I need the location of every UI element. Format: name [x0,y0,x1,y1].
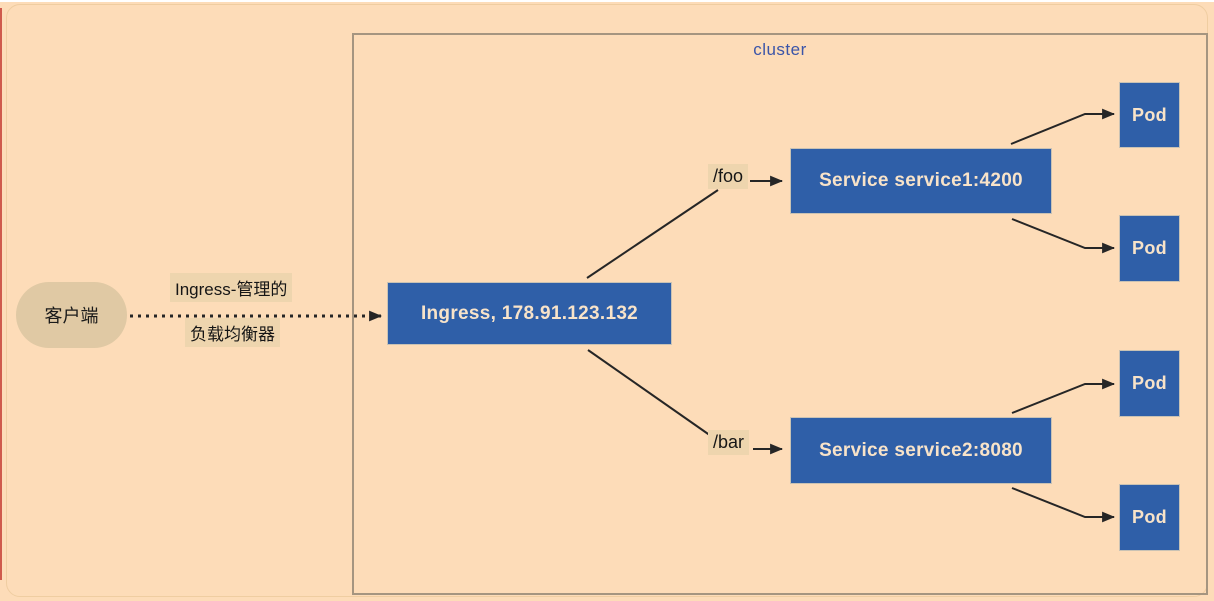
route-bar-label: /bar [708,430,750,455]
cluster-label: cluster [753,40,807,59]
client-label: 客户端 [44,306,99,326]
pod2-label: Pod [1132,238,1167,258]
route-foo-label: /foo [708,164,749,189]
top-edge-strip [0,0,1214,2]
ingress-label: Ingress, 178.91.123.132 [420,302,639,324]
ingress-node: Ingress, 178.91.123.132 [387,282,672,345]
client-node: 客户端 [16,282,127,348]
load-balancer-label-line2: 负载均衡器 [185,318,280,347]
pod4-label: Pod [1132,507,1167,527]
pod3-label: Pod [1132,373,1167,393]
pod-node-4: Pod [1119,484,1180,551]
pod-node-2: Pod [1119,215,1180,282]
ingress-to-bar-line [587,349,712,437]
service2-node: Service service2:8080 [790,417,1052,484]
cluster-boundary: cluster [352,33,1208,595]
left-accent-line [0,8,2,580]
service2-to-pod3-arrow [1011,378,1116,414]
service2-label: Service service2:8080 [819,439,1023,461]
service1-label: Service service1:4200 [819,170,1023,191]
service1-node: Service service1:4200 [790,148,1052,214]
pod-node-3: Pod [1119,350,1180,417]
service2-to-pod4-arrow [1011,487,1116,523]
load-balancer-label-line1: Ingress-管理的 [170,273,293,302]
service1-to-pod1-arrow [1010,108,1116,145]
service1-to-pod2-arrow [1011,218,1116,254]
pod1-label: Pod [1132,104,1167,125]
pod-node-1: Pod [1119,82,1180,148]
ingress-to-foo-line [586,189,719,279]
